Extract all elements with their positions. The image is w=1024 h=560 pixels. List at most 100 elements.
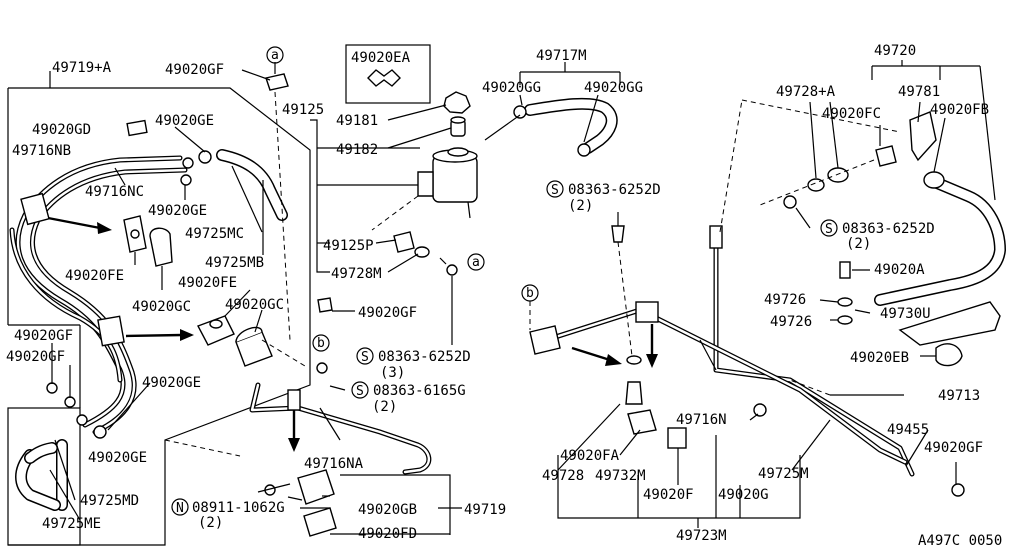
label-49725MB: 49725MB (205, 255, 264, 271)
bracket-49781 (909, 111, 937, 162)
symbol-s-3: S (551, 183, 559, 198)
label-49020FE-2: 49020FE (178, 275, 237, 291)
symbol-s-2: S (356, 384, 364, 399)
left-assembly-frame (7, 87, 311, 546)
label-49728: 49728 (542, 468, 584, 484)
clip-49020GF-mid (317, 297, 333, 313)
tube-49716NA (249, 382, 432, 475)
clip-49020GE-upper (180, 150, 212, 186)
label-49020GG-1: 49020GG (482, 80, 541, 96)
label-49020F: 49020F (643, 487, 694, 503)
tube-clamp-upper (20, 192, 50, 226)
label-49728A: 49728+A (776, 84, 836, 100)
label-49125: 49125 (282, 102, 324, 118)
bracket-49020FE-1 (123, 215, 147, 253)
direction-arrow-1 (47, 216, 112, 234)
label-49719A: 49719+A (52, 60, 112, 76)
rubber-49020F (667, 427, 687, 449)
ref-a-top (266, 46, 284, 64)
bushing-49125P (393, 231, 430, 258)
label-49182: 49182 (336, 142, 378, 158)
reservoir-cap-49181 (443, 91, 471, 114)
tube-clamp-lower (97, 315, 125, 347)
label-49716NA: 49716NA (304, 456, 364, 472)
label-49725ME: 49725ME (42, 516, 101, 532)
clamp-49020EB (935, 343, 963, 367)
ref-a-right-letter: a (472, 255, 480, 270)
label-49020G: 49020G (718, 487, 769, 503)
label-49717M: 49717M (536, 48, 587, 64)
label-49725M: 49725M (758, 466, 809, 482)
label-49728M: 49728M (331, 266, 382, 282)
hose-49717M (524, 97, 618, 154)
direction-arrow-4 (571, 346, 622, 366)
label-49781: 49781 (898, 84, 940, 100)
hose-49720 (874, 171, 1006, 306)
label-49020FB: 49020FB (930, 102, 989, 118)
insulator-49020FA (627, 409, 657, 435)
label-qty2-b: (2) (198, 515, 223, 531)
label-08363-6252D-b: 08363-6252D (568, 182, 661, 198)
label-49020GE-1: 49020GE (155, 113, 214, 129)
label-49020GE-4: 49020GE (88, 450, 147, 466)
clip-49020FC (875, 145, 897, 167)
symbol-s-1: S (361, 350, 369, 365)
grommet-49728 (625, 355, 643, 405)
label-qty3: (3) (380, 365, 405, 381)
label-49730U: 49730U (880, 306, 931, 322)
label-49020GF-mid: 49020GF (358, 305, 417, 321)
label-49732M: 49732M (595, 468, 646, 484)
clamp-49020GD (126, 119, 148, 137)
clip-49716N (753, 403, 767, 417)
left-bracket-b (529, 325, 561, 355)
label-49020GG-2: 49020GG (584, 80, 643, 96)
label-49713: 49713 (938, 388, 980, 404)
label-49720: 49720 (874, 43, 916, 59)
return-tube-bundle (9, 155, 188, 435)
label-qty2-c: (2) (568, 198, 593, 214)
label-49020GC-2: 49020GC (225, 297, 284, 313)
direction-arrow-5 (646, 324, 658, 368)
label-49719: 49719 (464, 502, 506, 518)
label-49020GE-2: 49020GE (148, 203, 207, 219)
label-08911-1062G: 08911-1062G (192, 500, 285, 516)
clip-49020GF-right (951, 483, 965, 497)
hose-clip-49020GF-top (265, 73, 289, 91)
bolt-08363-6165G (316, 362, 328, 374)
direction-arrow-2 (125, 329, 194, 341)
label-49455: 49455 (887, 422, 929, 438)
reservoir-tank-49125 (417, 147, 478, 219)
label-qty2-a: (2) (372, 399, 397, 415)
label-49726-1: 49726 (764, 292, 806, 308)
bolt-08363-6252D (439, 257, 458, 276)
label-49020GF-top: 49020GF (165, 62, 224, 78)
label-49020GB: 49020GB (358, 502, 417, 518)
bracket-49730U (898, 301, 1001, 346)
reference-markers (171, 46, 838, 516)
label-49020GF-left1: 49020GF (14, 328, 73, 344)
symbol-s-4: S (825, 222, 833, 237)
part-labels: 49719+A 49020GF 49020EA 49717M 49720 490… (6, 43, 1002, 549)
label-49020GD: 49020GD (32, 122, 91, 138)
tube-bracket (287, 389, 301, 411)
label-08363-6165G: 08363-6165G (373, 383, 466, 399)
label-49020FE-1: 49020FE (65, 268, 124, 284)
bolt-08363-6252D-right (783, 195, 797, 209)
reservoir-bracket-49020EA (367, 69, 401, 87)
label-49725MD: 49725MD (80, 493, 139, 509)
label-49020EB: 49020EB (850, 350, 909, 366)
washers-49726 (837, 297, 853, 325)
hose-49725MD (15, 439, 68, 511)
strainer-49182 (450, 116, 466, 137)
tube-end-fitting (709, 225, 723, 249)
tube-clamp-center (635, 301, 659, 323)
label-49723M: 49723M (676, 528, 727, 544)
label-08363-6252D-c: 08363-6252D (842, 221, 935, 237)
label-49020FA: 49020FA (560, 448, 620, 464)
label-49020GF-right: 49020GF (924, 440, 983, 456)
rubber-49020GC-2 (235, 326, 273, 367)
hose-49725MC (216, 149, 288, 221)
eye-bolt-49020A (839, 261, 851, 279)
leader-lines (49, 44, 996, 535)
